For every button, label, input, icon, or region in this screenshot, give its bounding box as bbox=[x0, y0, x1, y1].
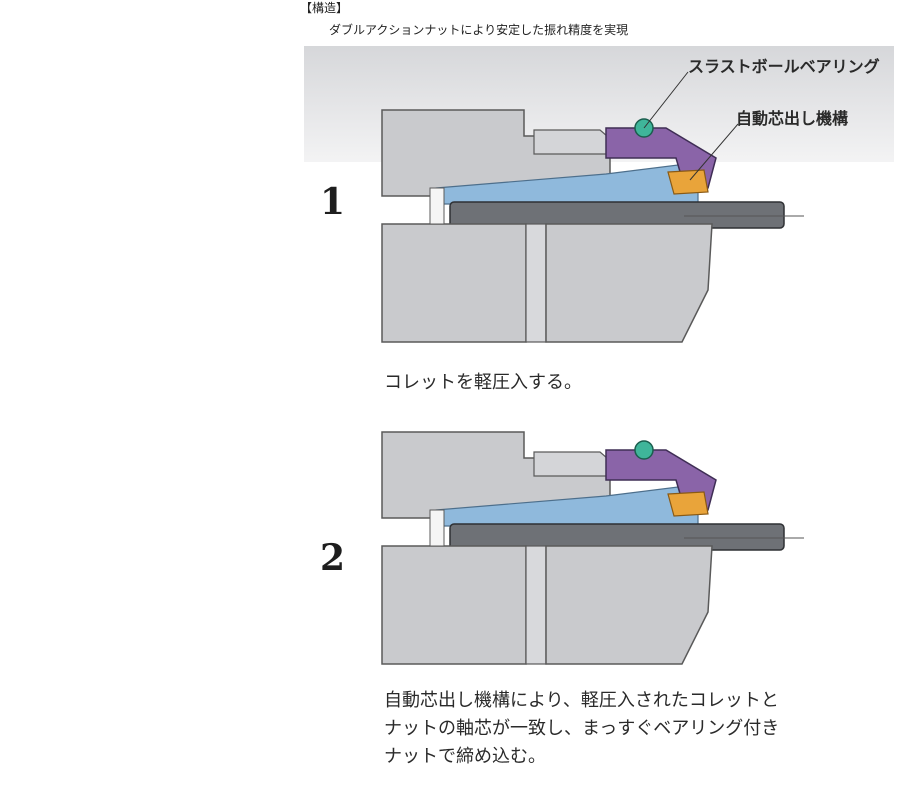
bearing-label: スラストボールベアリング bbox=[688, 57, 880, 76]
centering-mechanism-label: 自動芯出し機構 bbox=[736, 109, 848, 128]
step-1-caption: コレットを軽圧入する。 bbox=[384, 372, 582, 393]
step-2-caption-line-2: ナットの軸芯が一致し、まっすぐベアリング付き bbox=[384, 718, 779, 739]
section-subtitle: ダブルアクションナットにより安定した振れ精度を実現 bbox=[329, 23, 629, 37]
nut-structure-diagram: スラストボールベアリング 自動芯出し機構 1 コレットを軽圧入する。 2 自動芯… bbox=[304, 46, 894, 767]
step-1-number: 1 bbox=[320, 181, 345, 223]
step-2-caption-line-3: ナットで締め込む。 bbox=[384, 746, 546, 767]
bearing-leader-line bbox=[643, 71, 689, 129]
step-2-caption-line-1: 自動芯出し機構により、軽圧入されたコレットと bbox=[384, 690, 779, 711]
centering-leader-line bbox=[689, 123, 739, 181]
step-2-number: 2 bbox=[320, 537, 345, 579]
section-title: 【構造】 bbox=[300, 1, 349, 15]
step-2-assembly bbox=[381, 431, 805, 665]
